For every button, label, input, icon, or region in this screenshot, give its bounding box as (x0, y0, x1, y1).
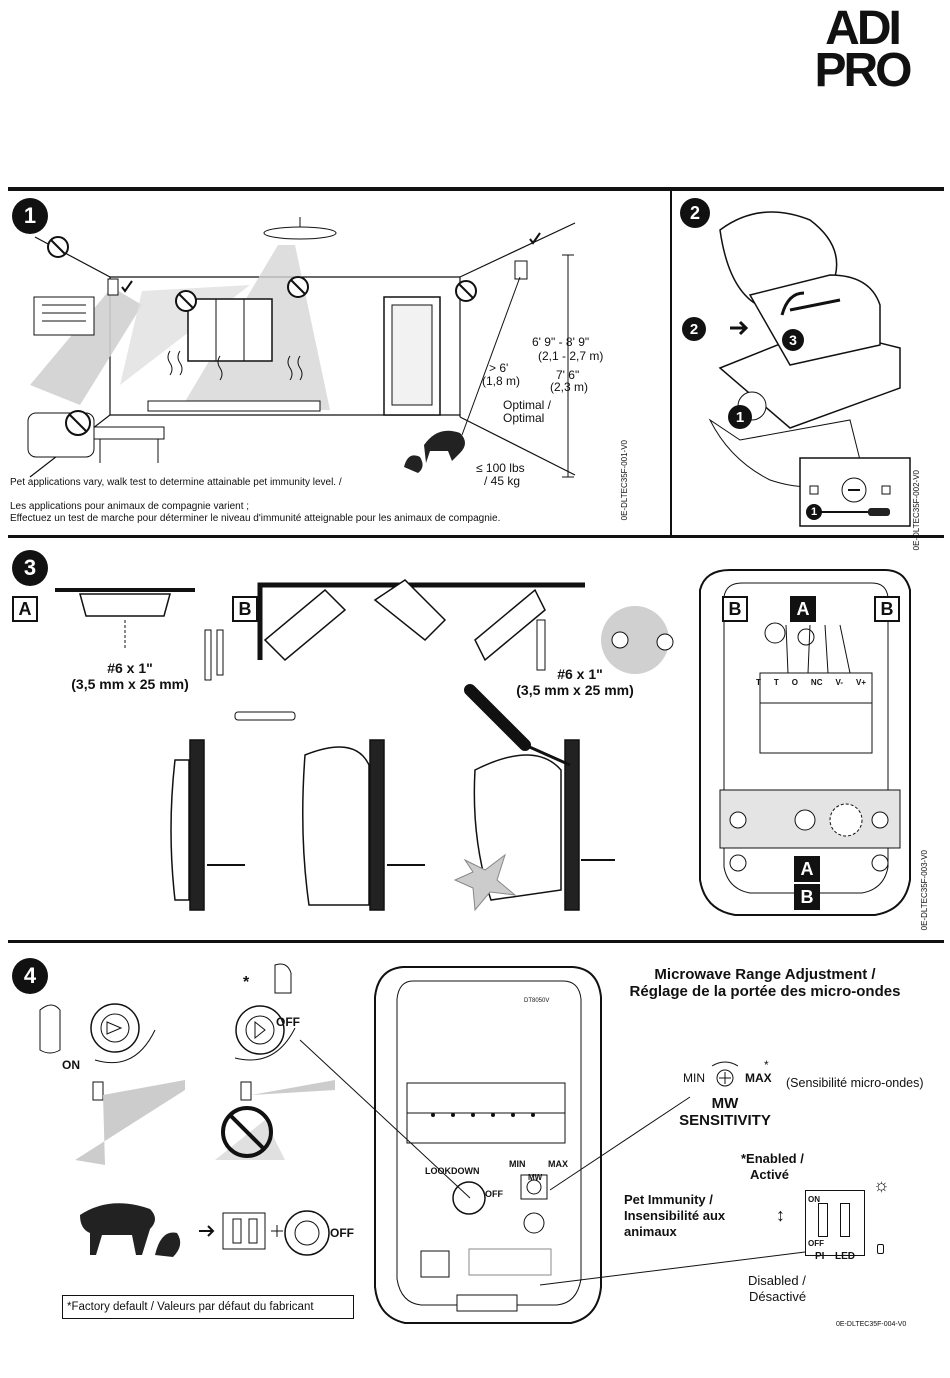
dip-on-label: ON (808, 1195, 820, 1204)
room-illustration (27, 217, 576, 478)
logo-line-2: PRO (814, 44, 912, 97)
terminal-v-minus: V- (835, 678, 844, 687)
lookdown-off-label: OFF (276, 1015, 300, 1029)
optimal-height-metric: (2,3 m) (550, 380, 589, 394)
terminal-block-labels: T T O NC V- V+ (756, 678, 866, 687)
logo-line-1: ADI (825, 2, 902, 55)
pi-enabled-fr: Activé (750, 1167, 790, 1182)
backplate-label-a-top: A (790, 596, 816, 622)
adi-pro-logo: ADI PRO (812, 2, 912, 97)
screw-size-b: #6 x 1" (557, 666, 603, 682)
mount-label-b: B (232, 596, 258, 622)
dip-switch-led[interactable] (840, 1203, 850, 1237)
mw-range-title-en: Microwave Range Adjustment / (654, 966, 876, 983)
dip-off-label: OFF (808, 1239, 824, 1248)
pet-note-fr-1: Les applications pour animaux de compagn… (10, 501, 250, 512)
pi-enabled-label: *Enabled / (741, 1151, 804, 1166)
screw-size-a: #6 x 1" (107, 660, 153, 676)
pet-immunity-line-1: Pet Immunity / (624, 1192, 713, 1207)
mw-max-label: MAX (745, 1071, 772, 1085)
mw-sensitivity-line-2: SENSITIVITY (679, 1112, 771, 1129)
section-divider-2 (8, 940, 944, 943)
mw-default-asterisk: * (764, 1058, 769, 1072)
board-mw-label: MW (528, 1173, 543, 1182)
height-range-metric: (2,1 - 2,7 m) (538, 349, 604, 363)
pets-off-label: OFF (330, 1226, 354, 1240)
pet-immunity-line-3: animaux (624, 1224, 677, 1239)
step-marker-3: 3 (782, 329, 804, 351)
step-marker-2: 2 (682, 317, 706, 341)
led-on-icon: ☼ (873, 1175, 890, 1195)
backplate-diagram (699, 569, 911, 916)
dip-pi-label: PI (815, 1251, 825, 1262)
board-model-label: DT8050V (524, 998, 550, 1004)
led-off-icon (877, 1244, 884, 1254)
mw-sensitivity-fr: (Sensibilité micro-ondes) (786, 1076, 924, 1090)
screw-metric-b: (3,5 mm x 25 mm) (516, 682, 634, 698)
board-min-label: MIN (509, 1159, 526, 1169)
step-badge-4: 4 (12, 958, 48, 994)
step-badge-2: 2 (680, 198, 710, 228)
backplate-label-a-bottom: A (794, 856, 820, 882)
height-range: 6' 9" - 8' 9" (532, 335, 590, 349)
min-distance-metric: (1,8 m) (482, 374, 521, 388)
optimal-label: Optimal / (503, 398, 552, 412)
optimal-height: 7' 6" (556, 368, 580, 382)
pet-immunity-line-2: Insensibilité aux (624, 1208, 726, 1223)
mw-range-title-fr: Réglage de la portée des micro-ondes (629, 983, 901, 1000)
pet-note-fr-2: Effectuez un test de marche pour détermi… (10, 513, 501, 524)
board-off-label: OFF (485, 1189, 503, 1199)
figure-code-4: 0E-DLTEC35F-004-V0 (836, 1321, 907, 1328)
factory-default-box: *Factory default / Valeurs par défaut du… (62, 1295, 354, 1319)
backplate-label-b-left: B (722, 596, 748, 622)
pet-weight-metric: / 45 kg (484, 474, 521, 488)
terminal-o: O (791, 678, 798, 687)
screw-metric-a: (3,5 mm x 25 mm) (71, 676, 189, 692)
lookdown-asterisk: * (243, 974, 250, 991)
step-badge-1: 1 (12, 198, 48, 234)
section-divider-top (8, 187, 944, 191)
pet-note-en: Pet applications vary, walk test to dete… (10, 477, 342, 488)
dip-switch-pi[interactable] (818, 1203, 828, 1237)
pets-switch-illustration (80, 1203, 330, 1257)
dip-led-label: LED (835, 1251, 855, 1262)
cover-removal-illustration (708, 211, 911, 527)
mount-label-a: A (12, 596, 38, 622)
pi-led-dip-switch[interactable]: ON OFF (805, 1190, 865, 1256)
optimal-label-fr: Optimal (503, 411, 545, 425)
factory-default-text: *Factory default / Valeurs par défaut du… (67, 1301, 314, 1313)
mounting-illustration (55, 579, 674, 912)
section-divider-vertical (670, 191, 672, 535)
min-distance: > 6' (489, 361, 509, 375)
backplate-label-b-bottom: B (794, 884, 820, 910)
backplate-label-b-right: B (874, 596, 900, 622)
mw-min-label: MIN (683, 1071, 705, 1085)
inset-step-marker-1: 1 (806, 504, 822, 520)
section-divider-1 (8, 535, 944, 538)
board-max-label: MAX (548, 1159, 568, 1169)
mw-sensitivity-line-1: MW (711, 1095, 739, 1112)
step-marker-1: 1 (728, 405, 752, 429)
step-badge-3: 3 (12, 550, 48, 586)
mw-dial-icon (711, 1061, 739, 1087)
lookdown-on-label: ON (62, 1058, 80, 1072)
terminal-nc: NC (810, 678, 823, 687)
lookdown-label: LOOKDOWN (425, 1166, 480, 1176)
terminal-t2: T (773, 678, 779, 687)
pi-disabled-fr: Désactivé (749, 1289, 807, 1304)
pi-disabled-label: Disabled / (748, 1273, 806, 1288)
lookdown-illustration (39, 963, 335, 1165)
pet-weight: ≤ 100 lbs (476, 461, 525, 475)
up-down-arrow-icon: ↕ (776, 1205, 785, 1225)
terminal-t1: T (756, 678, 761, 687)
terminal-v-plus: V+ (855, 678, 866, 687)
